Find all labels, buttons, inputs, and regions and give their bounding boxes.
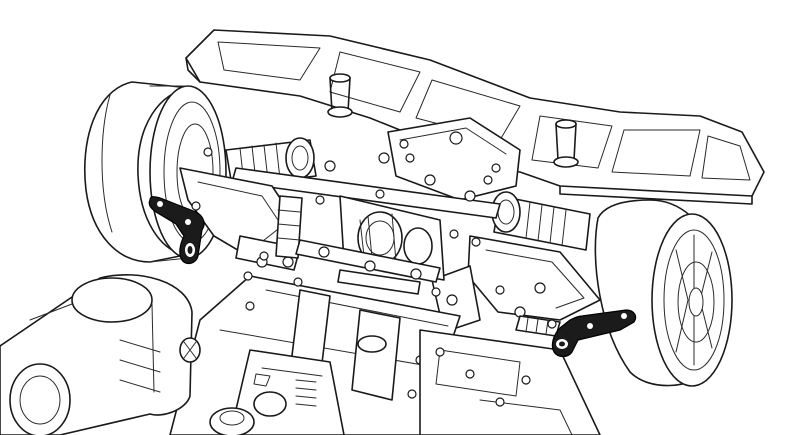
left-suspension [179,167,303,271]
left-black-bracket [148,196,205,265]
steering-crossbar [231,152,501,219]
right-black-bracket [551,309,637,358]
motor [0,274,201,435]
right-shock [491,191,591,251]
left-wheel [84,81,227,263]
right-wheel [594,199,733,387]
servo-box [209,349,345,435]
screw-heads [191,139,557,329]
top-plate [185,29,765,205]
right-chassis-plate [419,329,601,435]
center-gear-assembly [295,195,445,295]
